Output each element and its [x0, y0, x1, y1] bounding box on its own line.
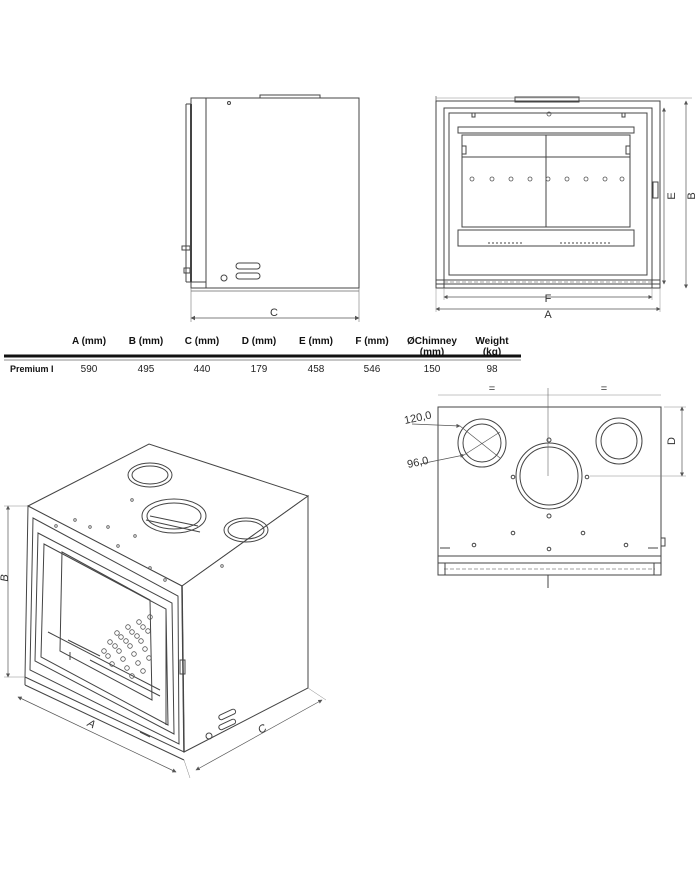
- top-view: [437, 406, 666, 588]
- dim-label-b-iso: B: [0, 574, 11, 581]
- top-view-dimension-lines: [411, 388, 686, 477]
- dim-label-c-iso: C: [256, 722, 269, 736]
- dim-label-f: F: [545, 293, 552, 305]
- table-header-chimney-unit: (mm): [420, 347, 444, 358]
- table-cell-f: 546: [364, 364, 381, 375]
- table-cell-chimney: 150: [424, 364, 441, 375]
- outer-diameter-label: 120,0: [403, 409, 432, 426]
- inner-diameter-label: 96,0: [406, 455, 429, 471]
- table-cell-d: 179: [251, 364, 268, 375]
- dim-label-c-side: C: [270, 307, 278, 319]
- equal-mark-right: =: [601, 383, 607, 395]
- spec-table: A (mm) B (mm) C (mm) D (mm) E (mm) F (mm…: [4, 336, 521, 375]
- table-header-f: F (mm): [355, 336, 388, 347]
- dim-label-e: E: [666, 192, 678, 199]
- table-header-weight: Weight: [475, 336, 509, 347]
- isometric-view: [24, 443, 310, 761]
- isometric-holes: [54, 498, 224, 679]
- dim-label-b-front: B: [686, 192, 698, 199]
- dim-label-d: D: [666, 437, 678, 445]
- table-header-e: E (mm): [299, 336, 333, 347]
- front-dimension-lines: [435, 96, 692, 312]
- table-cell-weight: 98: [486, 364, 498, 375]
- table-header-b: B (mm): [129, 336, 163, 347]
- table-header-c: C (mm): [185, 336, 219, 347]
- table-cell-c: 440: [194, 364, 211, 375]
- equal-mark-left: =: [489, 383, 495, 395]
- table-header-chimney: ØChimney: [407, 336, 457, 347]
- isometric-dimension-lines: [4, 505, 327, 779]
- front-view: [435, 96, 661, 289]
- table-header-d: D (mm): [242, 336, 276, 347]
- side-view: [181, 94, 360, 322]
- front-firebox-holes: [469, 111, 625, 182]
- table-row-label: Premium I: [10, 364, 54, 374]
- table-header-a: A (mm): [72, 336, 106, 347]
- table-cell-b: 495: [138, 364, 155, 375]
- dim-label-a-front: A: [544, 309, 552, 321]
- table-cell-a: 590: [81, 364, 98, 375]
- table-header-weight-unit: (kg): [483, 347, 501, 358]
- table-cell-e: 458: [308, 364, 325, 375]
